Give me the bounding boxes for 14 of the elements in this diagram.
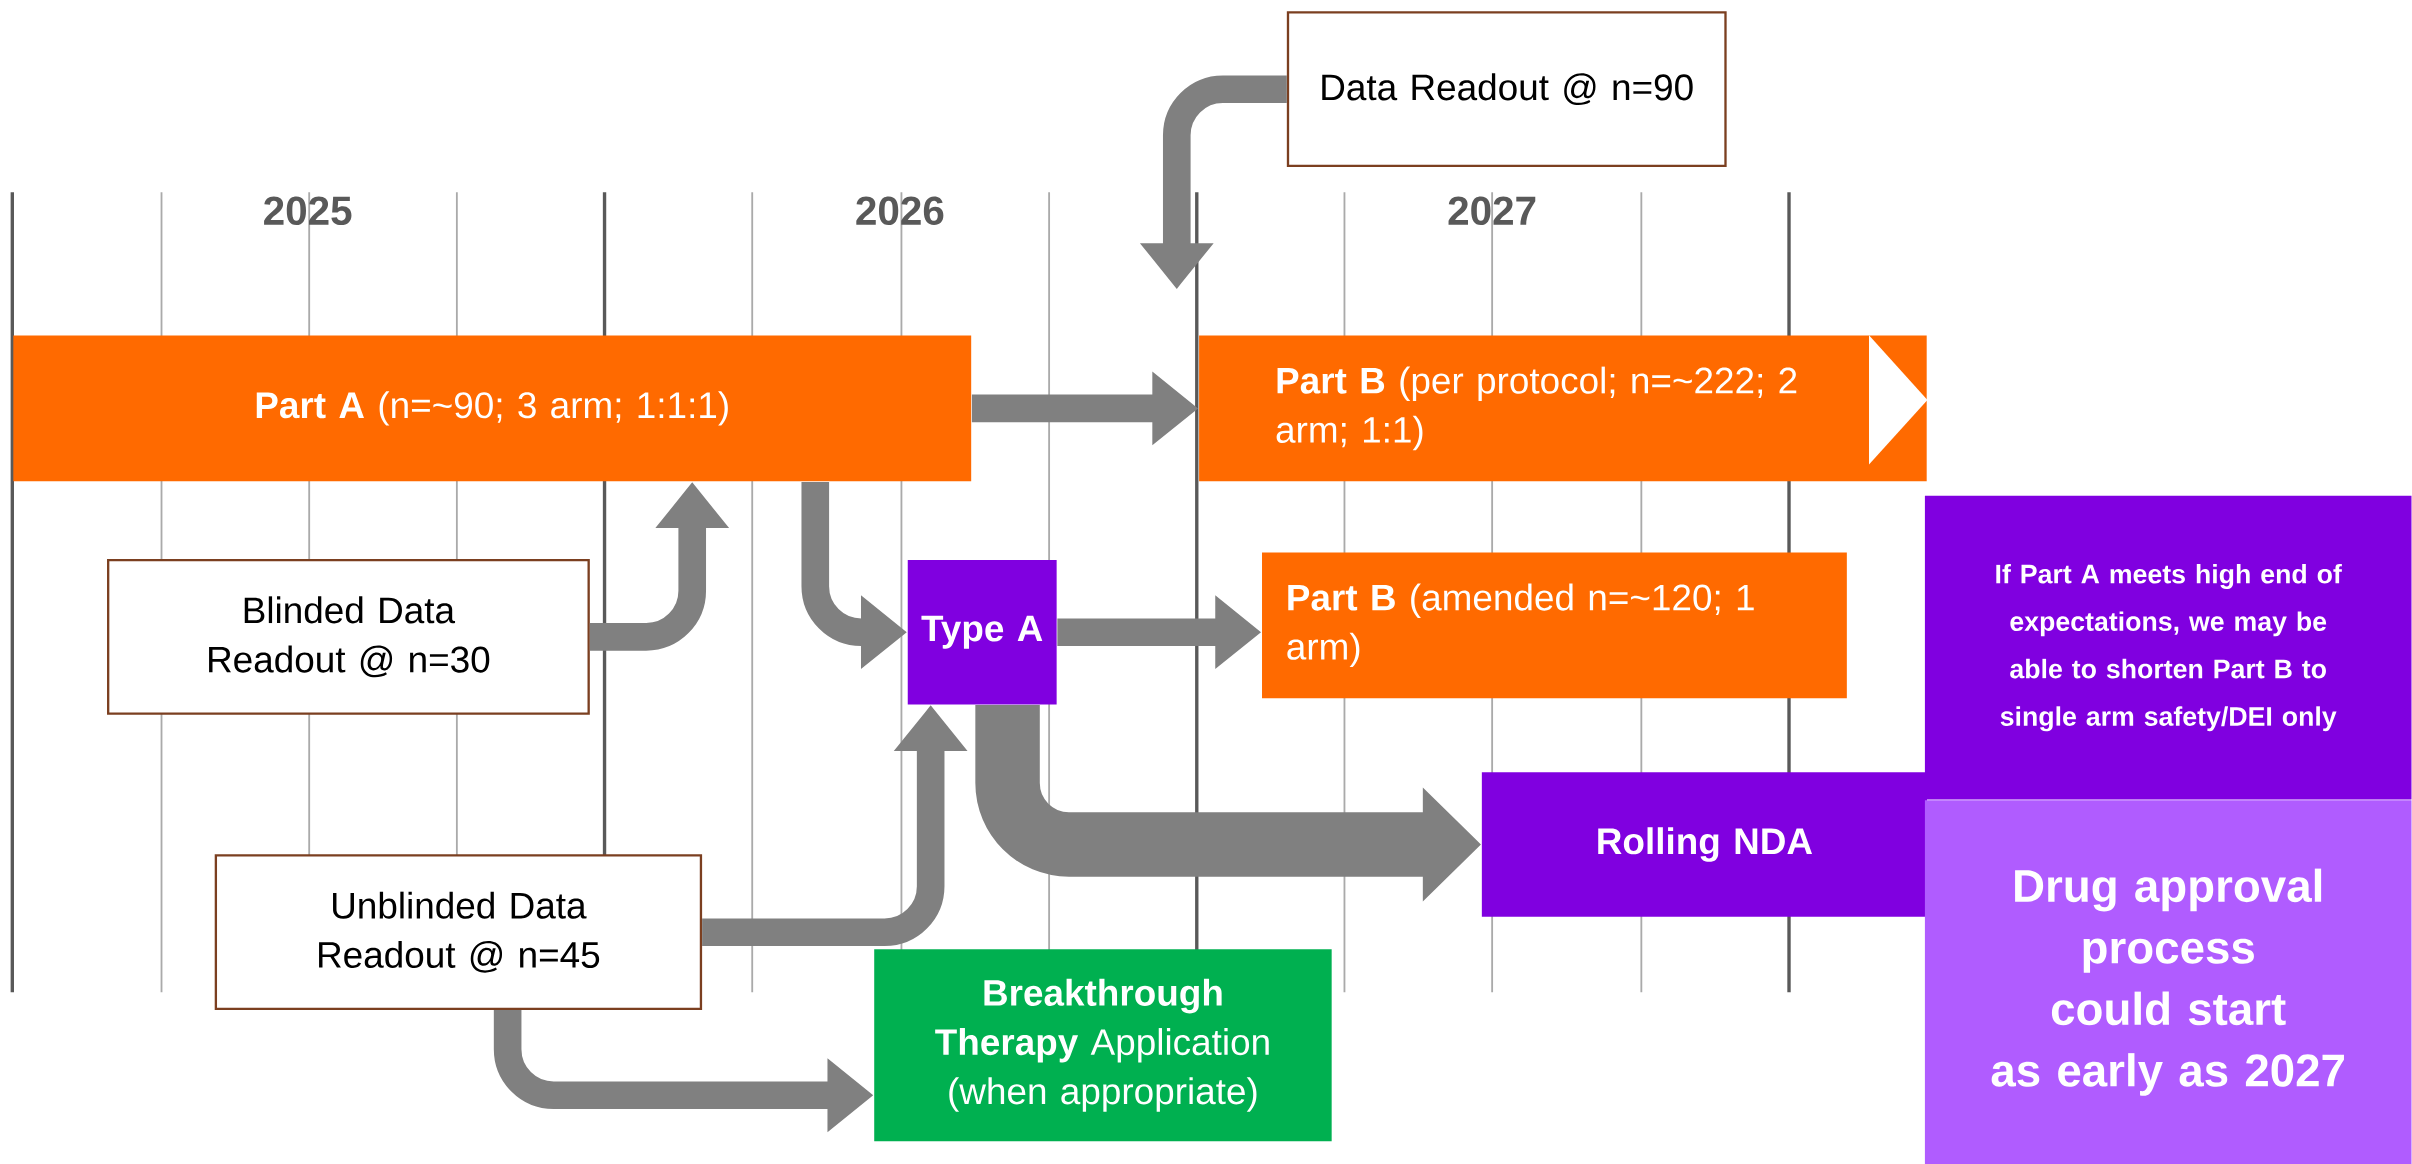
- note-box: Drug approval process could start as early as 2027: [1924, 800, 2412, 1164]
- callout-box: Blinded Data Readout @ n=30: [107, 558, 590, 715]
- milestone-box: Rolling NDA: [1481, 772, 1927, 917]
- phase-bar: Part B (amended n=~120; 1 arm): [1262, 552, 1847, 698]
- year-label: 2026: [856, 196, 944, 225]
- application-box: Breakthrough Therapy Application (when appropriate): [874, 949, 1332, 1141]
- note-box: If Part A meets high end of expectations, we may be able to shorten Part B to single arm safety/DEI only: [1924, 495, 2412, 800]
- year-label: 2027: [1448, 196, 1536, 225]
- year-label: 2025: [264, 196, 352, 225]
- callout-box: Data Readout @ n=90: [1286, 11, 1727, 167]
- phase-bar: Part A (n=~90; 3 arm; 1:1:1): [13, 335, 972, 482]
- callout-box: Unblinded Data Readout @ n=45: [214, 854, 703, 1010]
- phase-bar: Part B (per protocol; n=~222; 2 arm; 1:1): [1199, 335, 1928, 482]
- milestone-box: Type A: [907, 559, 1057, 705]
